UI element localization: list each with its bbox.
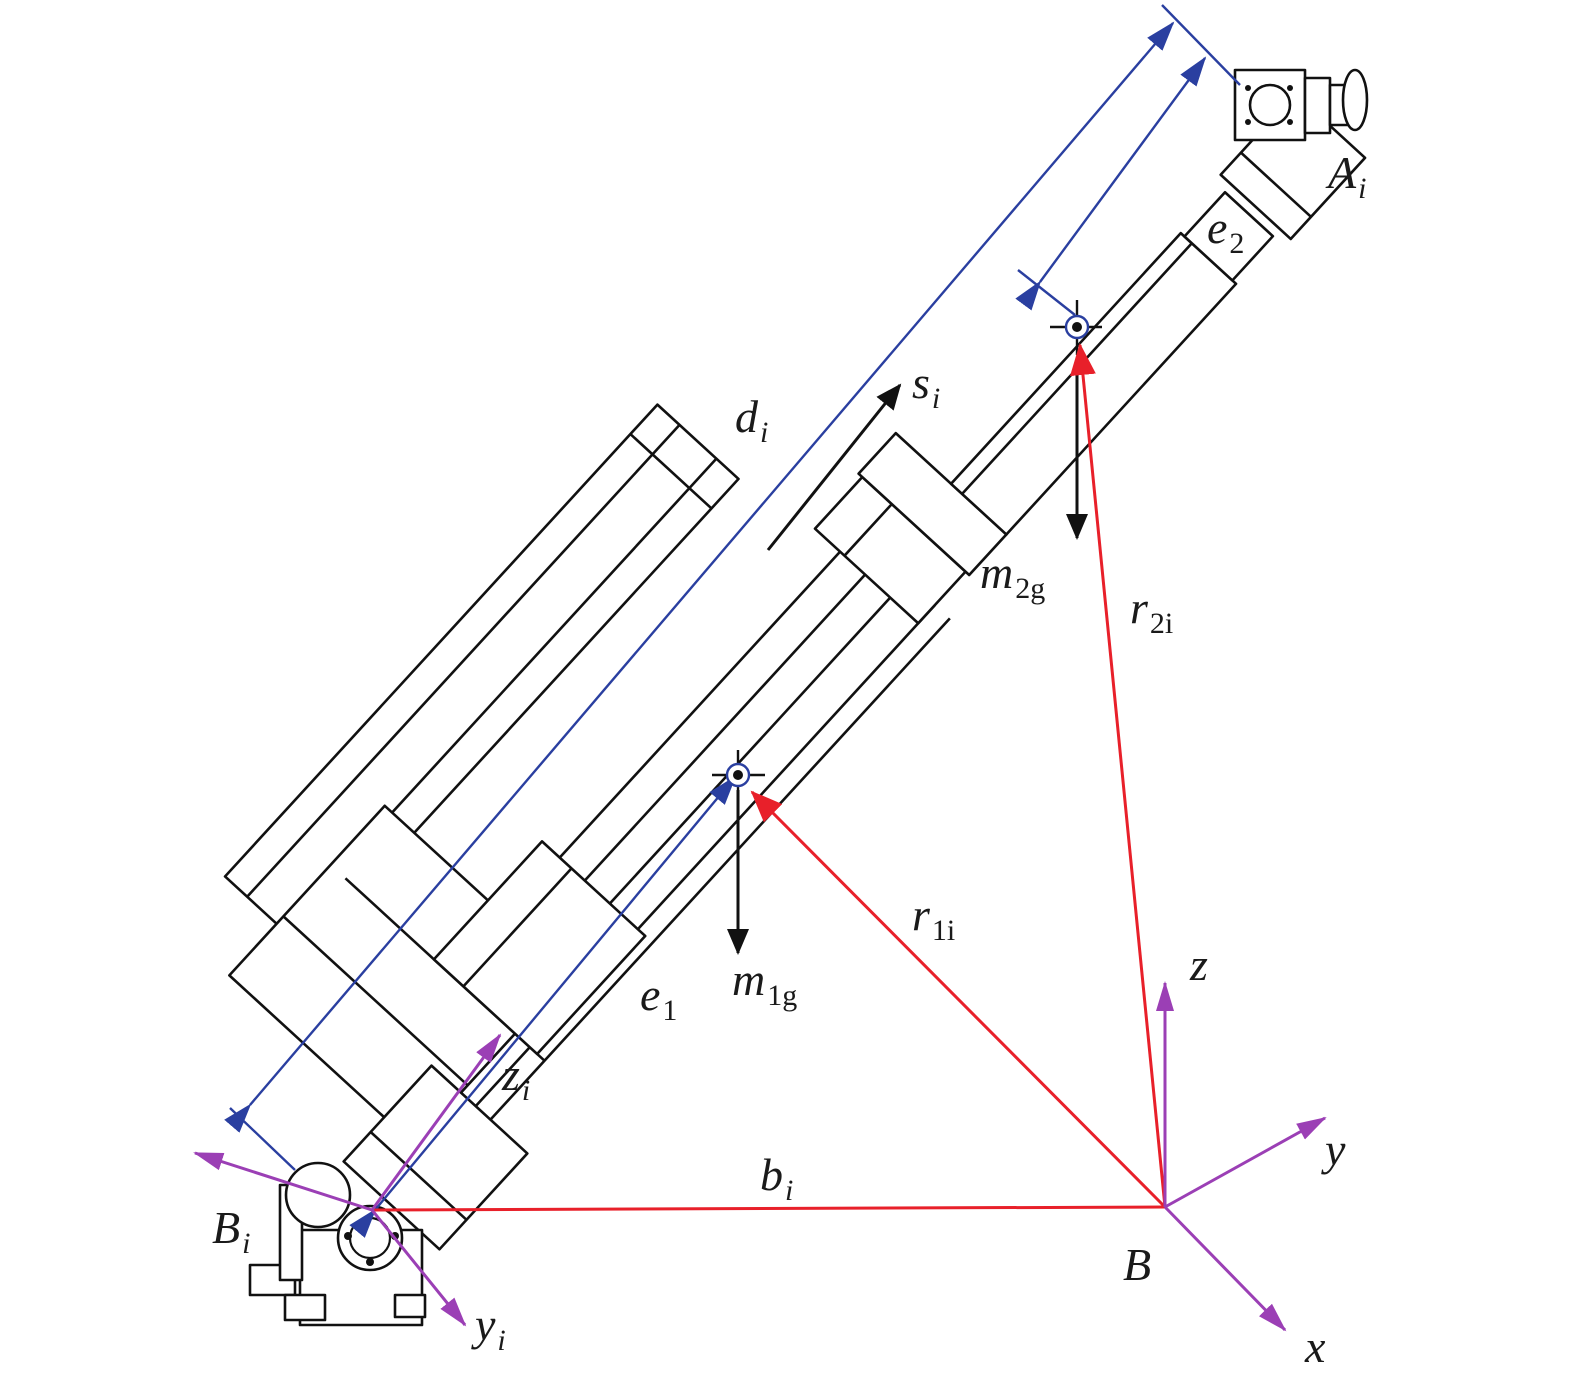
vector-r2i xyxy=(1070,343,1167,1208)
label-bi: bi xyxy=(760,1149,793,1207)
mass-center-1 xyxy=(712,750,765,805)
dimension-e1-arrow xyxy=(349,775,737,1238)
axis-x xyxy=(1163,1205,1287,1332)
label-z: z xyxy=(1189,939,1208,990)
linear-actuator xyxy=(223,92,1367,1251)
label-e1: e1 xyxy=(640,969,677,1027)
axis-yi xyxy=(370,1209,467,1327)
label-si: si xyxy=(912,357,940,415)
label-r1i: r1i xyxy=(912,889,955,947)
label-m1g: m1g xyxy=(732,954,797,1012)
label-di: di xyxy=(735,391,768,449)
label-x: x xyxy=(1304,1321,1326,1372)
axis-xi xyxy=(193,1151,373,1212)
global-frame-B xyxy=(1156,981,1327,1332)
axis-zi xyxy=(370,1033,502,1211)
si-direction-arrow xyxy=(766,383,902,551)
base-pillow-block xyxy=(248,1161,427,1327)
label-e2: e2 xyxy=(1207,202,1244,260)
dimension-e1 xyxy=(349,775,737,1238)
label-zi: zi xyxy=(501,1049,530,1107)
dimension-e2 xyxy=(1015,56,1207,316)
label-yi: yi xyxy=(471,1299,506,1357)
vector-r1i xyxy=(750,790,1167,1209)
label-B: B xyxy=(1123,1239,1151,1290)
dimension-di-arrow xyxy=(224,21,1175,1133)
top-universal-joint xyxy=(1233,68,1369,142)
motor-housing xyxy=(223,403,740,953)
label-m2g: m2g xyxy=(980,547,1045,605)
label-Bi: Bi xyxy=(212,1202,250,1260)
label-r2i: r2i xyxy=(1130,582,1173,640)
vector-bi xyxy=(371,1205,1166,1212)
local-frame-Bi xyxy=(193,1033,502,1327)
label-Ai: Ai xyxy=(1325,147,1366,205)
axis-y xyxy=(1164,1116,1327,1209)
dimension-e2-arrow xyxy=(1015,56,1207,311)
label-y: y xyxy=(1321,1124,1346,1175)
